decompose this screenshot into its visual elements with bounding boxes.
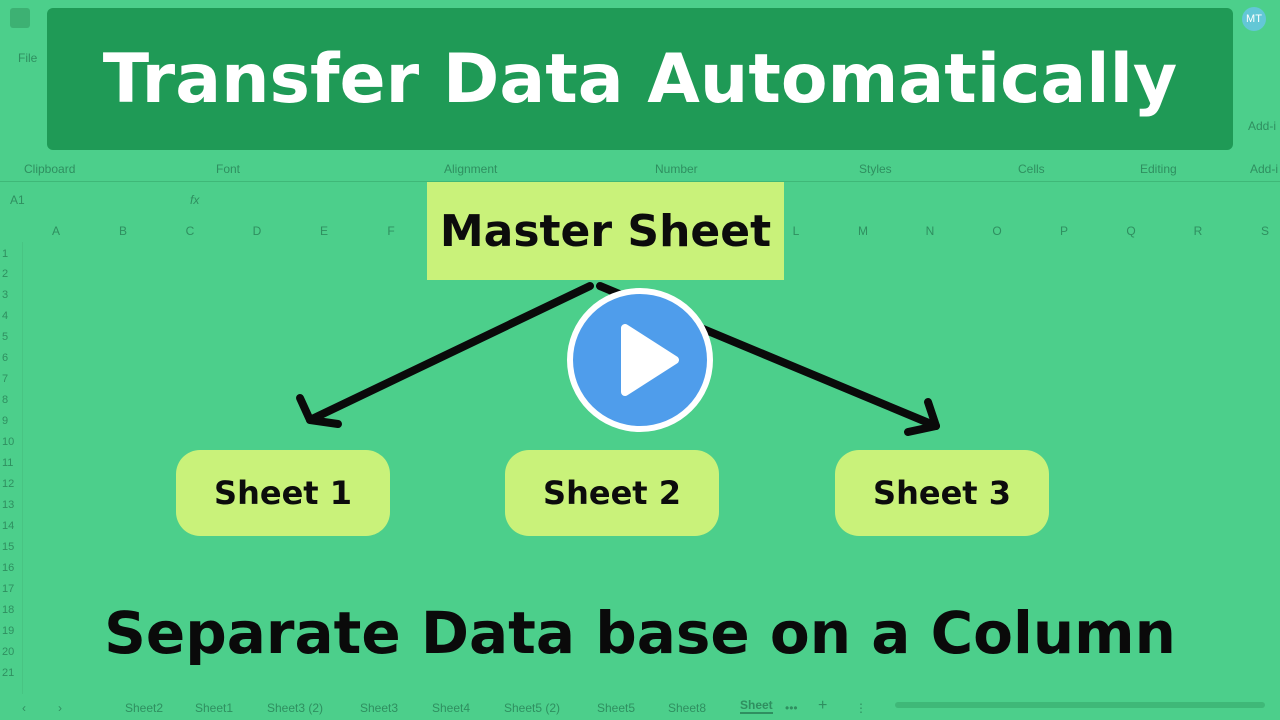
file-menu[interactable]: File	[18, 51, 38, 65]
horizontal-scrollbar[interactable]	[895, 702, 1265, 708]
add-sheet-button[interactable]: +	[818, 697, 828, 714]
column-header[interactable]: L	[792, 224, 800, 238]
tab-bar-options-icon[interactable]: ⋮	[855, 701, 867, 715]
column-headers: A B C D E F L M N O P Q R S	[22, 222, 1280, 242]
play-icon	[621, 324, 679, 396]
ribbon-group-alignment: Alignment	[444, 162, 498, 176]
sheet3-label: Sheet 3	[835, 450, 1049, 536]
row-header[interactable]: 8	[2, 394, 9, 406]
sheet-tab[interactable]: Sheet3	[360, 701, 399, 715]
column-header[interactable]: N	[925, 224, 935, 238]
banner-title: Transfer Data Automatically	[102, 40, 1178, 119]
sheet-tab[interactable]: Sheet5	[597, 701, 636, 715]
column-header[interactable]: F	[387, 224, 395, 238]
formula-fx-icon[interactable]: fx	[190, 193, 200, 207]
row-header[interactable]: 21	[2, 667, 15, 679]
sheet-tab[interactable]: Sheet4	[432, 701, 471, 715]
arrow-to-sheet1	[306, 282, 594, 424]
tab-scroll-right-icon[interactable]: ›	[58, 701, 62, 715]
ribbon-group-editing: Editing	[1140, 162, 1177, 176]
play-button[interactable]	[567, 288, 713, 432]
sheet1-label: Sheet 1	[176, 450, 390, 536]
sheet-tab[interactable]: Sheet5 (2)	[504, 701, 561, 715]
row-header[interactable]: 5	[2, 331, 9, 343]
row-header[interactable]: 20	[2, 646, 15, 658]
title-banner: Transfer Data Automatically	[47, 8, 1233, 150]
more-tabs-icon[interactable]: •••	[785, 701, 798, 715]
ribbon-divider	[0, 181, 1280, 182]
name-box[interactable]: A1	[10, 193, 25, 207]
arrow-head-sheet3	[904, 398, 940, 436]
ribbon-group-addins: Add-i	[1250, 162, 1279, 176]
sheet-tab-bar: ‹ › Sheet2 Sheet1 Sheet3 (2) Sheet3 Shee…	[0, 694, 1280, 720]
sheet-tab-active[interactable]: Sheet	[740, 698, 773, 714]
row-header[interactable]: 12	[2, 478, 15, 490]
ribbon-add-ins-label[interactable]: Add-i	[1248, 119, 1277, 133]
column-header[interactable]: D	[252, 224, 262, 238]
row-header[interactable]: 13	[2, 499, 15, 511]
row-header-divider	[22, 242, 23, 694]
row-header[interactable]: 17	[2, 583, 15, 595]
column-header[interactable]: M	[858, 224, 868, 238]
sheet-tab[interactable]: Sheet1	[195, 701, 234, 715]
column-header[interactable]: C	[185, 224, 195, 238]
sheet-tab[interactable]: Sheet3 (2)	[267, 701, 324, 715]
row-header[interactable]: 9	[2, 415, 9, 427]
row-header[interactable]: 16	[2, 562, 15, 574]
row-header[interactable]: 18	[2, 604, 15, 616]
column-header[interactable]: P	[1059, 224, 1069, 238]
sheet-tab[interactable]: Sheet2	[125, 701, 164, 715]
tab-scroll-left-icon[interactable]: ‹	[22, 701, 26, 715]
ribbon-group-styles: Styles	[859, 162, 892, 176]
ribbon-group-cells: Cells	[1018, 162, 1045, 176]
row-header[interactable]: 3	[2, 289, 9, 301]
master-sheet-label: Master Sheet	[427, 182, 784, 280]
column-header[interactable]: S	[1260, 224, 1270, 238]
sheet-tab[interactable]: Sheet8	[668, 701, 707, 715]
row-header[interactable]: 10	[2, 436, 15, 448]
row-header[interactable]: 6	[2, 352, 9, 364]
row-header[interactable]: 19	[2, 625, 15, 637]
row-header[interactable]: 14	[2, 520, 15, 532]
row-header[interactable]: 15	[2, 541, 15, 553]
sheet2-label: Sheet 2	[505, 450, 719, 536]
column-header[interactable]: R	[1193, 224, 1203, 238]
row-header[interactable]: 7	[2, 373, 9, 385]
row-header[interactable]: 1	[2, 248, 9, 260]
column-header[interactable]: Q	[1126, 224, 1136, 238]
arrow-head-sheet1	[296, 394, 342, 428]
column-header[interactable]: O	[992, 224, 1002, 238]
avatar[interactable]: MT	[1242, 7, 1266, 31]
ribbon-group-number: Number	[655, 162, 698, 176]
row-header[interactable]: 2	[2, 268, 9, 280]
column-header[interactable]: B	[118, 224, 128, 238]
subtitle: Separate Data base on a Column	[104, 599, 1176, 667]
row-header[interactable]: 11	[2, 457, 14, 469]
row-header[interactable]: 4	[2, 310, 9, 322]
column-header[interactable]: E	[319, 224, 329, 238]
ribbon-group-font: Font	[216, 162, 241, 176]
excel-logo-icon	[10, 8, 30, 28]
column-header[interactable]: A	[51, 224, 61, 238]
ribbon-group-clipboard: Clipboard	[24, 162, 76, 176]
